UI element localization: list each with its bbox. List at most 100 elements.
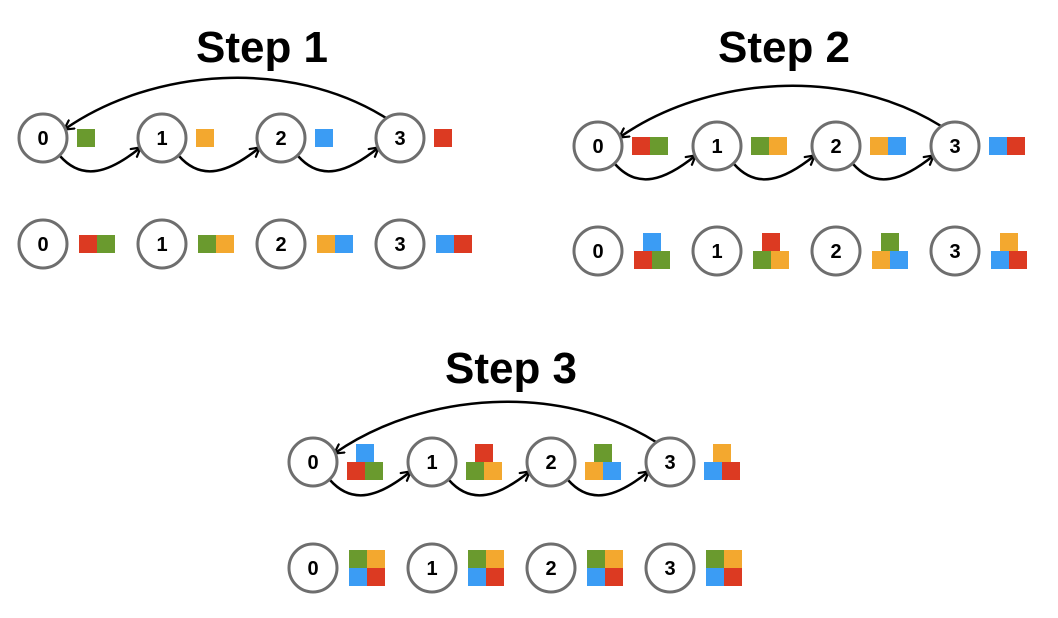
green-block [198,235,216,253]
node-circle [572,225,624,277]
node-label: 1 [426,452,437,474]
orange-block [872,251,890,269]
node-circle [406,436,458,488]
orange-block [605,550,623,568]
arrow-3-to-0 [335,400,657,453]
red-block [1009,251,1027,269]
blue-block [706,568,724,586]
node-label: 3 [664,452,675,474]
node-circle [644,542,696,594]
orange-block [367,550,385,568]
red-block [724,568,742,586]
arrow-1-to-2 [178,148,259,173]
red-block [454,235,472,253]
green-block [466,462,484,480]
red-block [486,568,504,586]
step-2-node-1-sending-blocks [751,137,787,155]
step-2-result-node-2: 2 [810,225,862,277]
node-label: 1 [711,241,722,263]
node-circle [929,120,981,172]
orange-block [216,235,234,253]
orange-block [1000,233,1018,251]
node-circle [374,112,426,164]
node-circle [17,112,69,164]
step-2-result: 0 1 2 3 [572,225,1027,277]
node-circle [691,225,743,277]
node-circle [287,542,339,594]
blue-block [349,568,367,586]
node-label: 3 [949,241,960,263]
step-3-node-2: 2 [525,436,577,488]
step-3-node-3: 3 [644,436,696,488]
arrow-3-to-0 [620,84,942,137]
node-circle [255,218,307,270]
red-block [347,462,365,480]
node-label: 2 [275,234,286,256]
arrow-2-to-3 [852,156,933,181]
node-label: 2 [275,128,286,150]
arrow-2-to-3 [297,148,378,173]
step-2-group: 0 1 2 3 0 1 2 3 [572,84,1027,277]
step-1-result-node-0: 0 [17,218,69,270]
step-1-result-node-3: 3 [374,218,426,270]
step-3-node-0-sending-blocks [347,444,383,480]
step-1-node-0: 0 [17,112,69,164]
arrow-1-to-2 [448,472,529,497]
step-1-node-1-sending-blocks [196,129,214,147]
blue-block [704,462,722,480]
node-circle [17,218,69,270]
step-3-result-node-2-blocks [587,550,623,586]
node-label: 3 [949,136,960,158]
step-2-ring: 0 1 2 3 [572,84,1025,181]
node-label: 1 [426,558,437,580]
step-2-node-3-sending-blocks [989,137,1025,155]
red-block [634,251,652,269]
step-1-node-2: 2 [255,112,307,164]
green-block [594,444,612,462]
green-block [652,251,670,269]
node-circle [374,218,426,270]
step-1-node-3-sending-blocks [434,129,452,147]
step-3-result-node-3: 3 [644,542,696,594]
step-3-result: 0 1 2 3 [287,542,742,594]
step-3-result-node-0: 0 [287,542,339,594]
node-circle [810,225,862,277]
green-block [365,462,383,480]
step-2-node-1: 1 [691,120,743,172]
red-block [475,444,493,462]
node-circle [136,112,188,164]
arrow-3-to-0 [65,76,387,129]
node-circle [810,120,862,172]
node-label: 0 [307,558,318,580]
step-2-node-0: 0 [572,120,624,172]
orange-block [724,550,742,568]
step-1-result-node-1-blocks [198,235,234,253]
step-2-result-node-3: 3 [929,225,981,277]
node-label: 1 [156,234,167,256]
red-block [1007,137,1025,155]
node-label: 0 [37,128,48,150]
red-block [79,235,97,253]
node-label: 2 [545,558,556,580]
blue-block [436,235,454,253]
green-block [349,550,367,568]
step-3-node-1-sending-blocks [466,444,502,480]
node-label: 0 [592,241,603,263]
step-2-node-0-sending-blocks [632,137,668,155]
step-1-node-3: 3 [374,112,426,164]
node-label: 3 [394,128,405,150]
arrow-0-to-1 [329,472,410,497]
node-label: 0 [37,234,48,256]
node-circle [929,225,981,277]
node-label: 2 [830,136,841,158]
step-2-result-node-0-blocks [634,233,670,269]
green-block [753,251,771,269]
node-circle [525,436,577,488]
node-circle [287,436,339,488]
node-label: 3 [394,234,405,256]
green-block [881,233,899,251]
step-1-node-0-sending-blocks [77,129,95,147]
orange-block [769,137,787,155]
